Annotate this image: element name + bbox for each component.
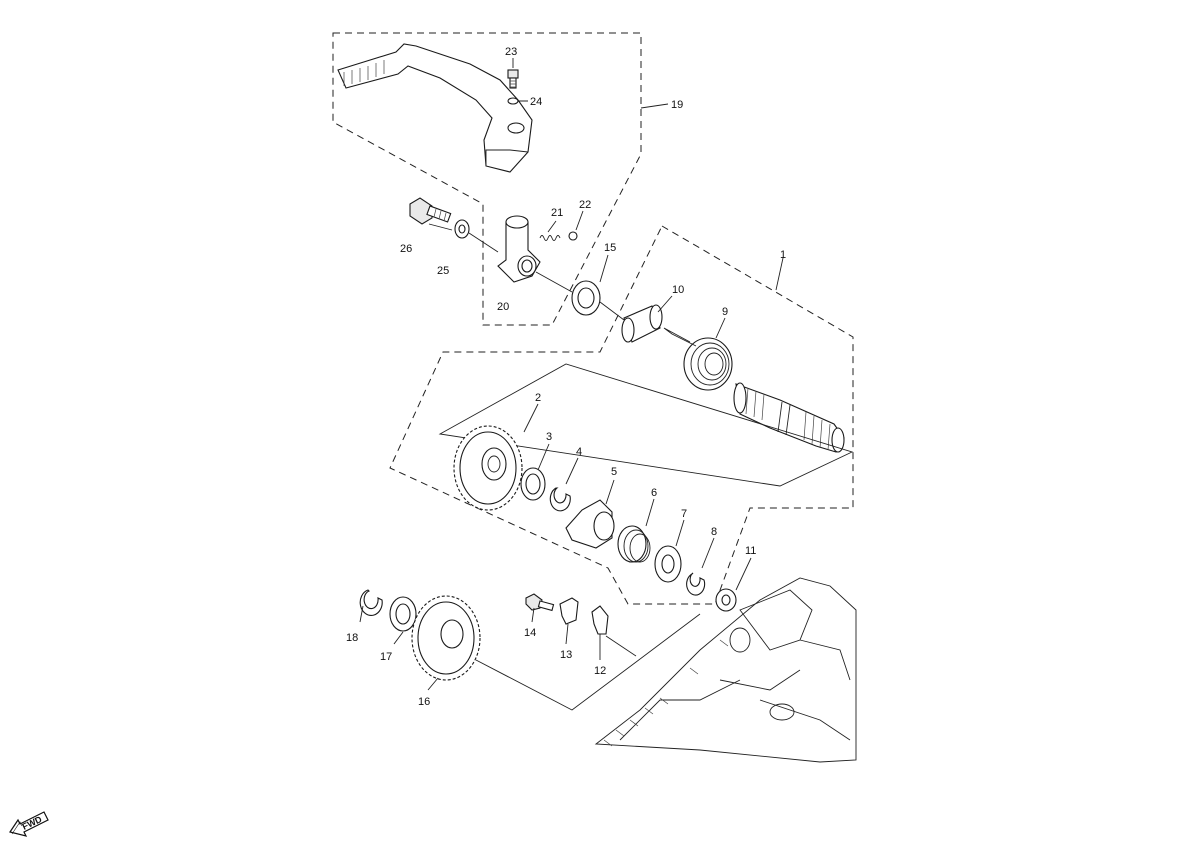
part-label-9: 9 <box>722 306 728 318</box>
part-label-10: 10 <box>672 284 684 296</box>
circlip-8-part <box>686 572 706 596</box>
part-label-1: 1 <box>780 249 786 261</box>
fwd-arrow-icon: FWD <box>9 811 49 837</box>
bolt-23-part <box>507 69 519 89</box>
washer-17-part <box>389 596 417 632</box>
part-label-7: 7 <box>681 508 687 520</box>
guide-12-part <box>591 605 609 635</box>
washer-3-part <box>520 467 546 501</box>
part-label-11: 11 <box>745 545 756 557</box>
kick-lever-part <box>337 43 533 173</box>
part-label-14: 14 <box>524 627 536 639</box>
ball-22-part <box>568 231 578 241</box>
part-label-15: 15 <box>604 242 616 254</box>
oil-seal-15-part <box>571 280 601 316</box>
washer-24-part <box>507 97 519 105</box>
part-label-18: 18 <box>346 632 358 644</box>
part-label-13: 13 <box>560 649 572 661</box>
circlip-18-part <box>359 589 383 616</box>
torsion-spring-9-part <box>663 327 733 391</box>
collar-10-part <box>621 304 663 343</box>
idle-gear-16-part <box>411 595 481 681</box>
part-label-5: 5 <box>611 466 617 478</box>
part-label-26: 26 <box>400 243 412 255</box>
part-label-8: 8 <box>711 526 717 538</box>
group-19-boundary <box>332 32 642 326</box>
gear-set-outline <box>438 363 854 487</box>
part-label-16: 16 <box>418 696 430 708</box>
part-label-25: 25 <box>437 265 449 277</box>
part-label-24: 24 <box>530 96 542 108</box>
kick-boss-20-part <box>497 215 541 283</box>
washer-25-part <box>454 219 470 239</box>
washer-7-part <box>654 545 682 583</box>
part-label-20: 20 <box>497 301 509 313</box>
gear-2-part <box>453 425 523 511</box>
part-label-4: 4 <box>576 446 582 458</box>
crankcase-part <box>594 577 857 763</box>
bolt-26-part <box>409 197 452 225</box>
part-label-23: 23 <box>505 46 517 58</box>
washer-11-part <box>715 588 737 612</box>
spring-6-part <box>617 525 651 563</box>
part-label-17: 17 <box>380 651 392 663</box>
part-label-2: 2 <box>535 392 541 404</box>
spring-21-part <box>539 235 561 241</box>
circlip-4-part <box>549 487 571 512</box>
part-label-12: 12 <box>594 665 606 677</box>
leader-lines <box>359 58 784 711</box>
part-label-3: 3 <box>546 431 552 443</box>
part-label-22: 22 <box>579 199 591 211</box>
group-1-boundary <box>389 225 854 605</box>
bolt-14-part <box>525 593 555 612</box>
part-label-19: 19 <box>671 99 683 111</box>
kick-axle-shaft-part <box>733 382 845 453</box>
part-labels: 1 2 3 4 5 6 7 8 9 10 11 12 13 14 15 16 1… <box>346 46 786 708</box>
part-label-6: 6 <box>651 487 657 499</box>
part-label-21: 21 <box>551 207 563 219</box>
ratchet-5-part <box>565 499 615 549</box>
plate-13-part <box>559 597 579 625</box>
